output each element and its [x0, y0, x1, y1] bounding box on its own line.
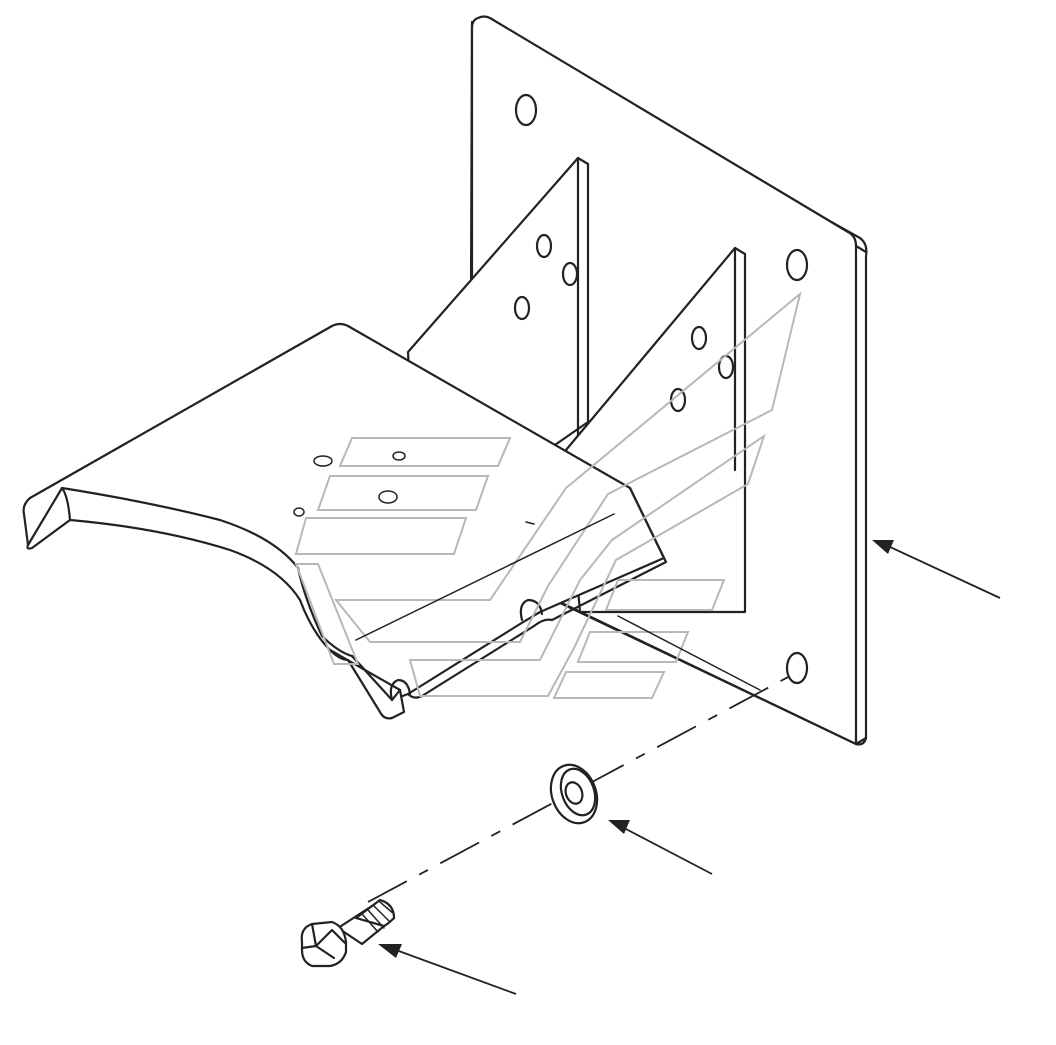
washer	[549, 763, 599, 825]
bracket-shield	[22, 322, 668, 720]
hex-bolt	[300, 898, 396, 968]
leader-line-plate	[617, 615, 761, 691]
callout-arrow-plate	[872, 540, 1001, 599]
watermark-logo	[294, 291, 802, 699]
plate-hole-bottom-right	[785, 651, 809, 685]
callout-arrow-washer	[608, 820, 713, 875]
plate-hole-top-right	[785, 248, 809, 282]
callout-arrow-bolt	[378, 944, 517, 995]
plate-hole-top-left	[514, 93, 538, 127]
leader-line	[355, 513, 615, 641]
